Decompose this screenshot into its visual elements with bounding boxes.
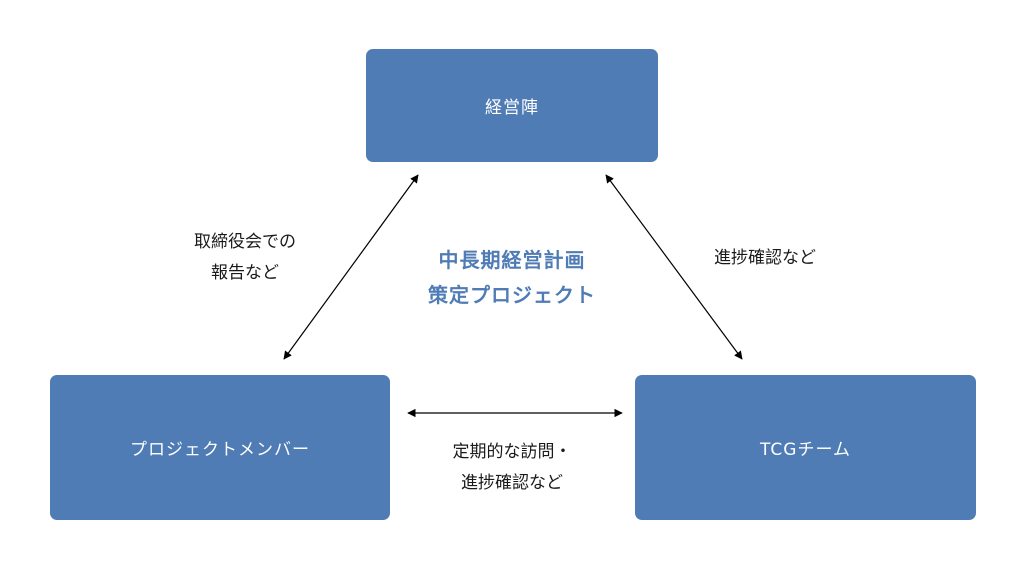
arrow-management-tcg [605, 174, 743, 360]
edge-label-line1: 定期的な訪問・ [452, 442, 572, 462]
edge-label-line2: 報告など [211, 263, 279, 283]
node-management: 経営陣 [366, 49, 658, 162]
node-tcg-team-label: TCGチーム [760, 440, 851, 460]
edge-label-management-members: 取締役会での 報告など [170, 227, 320, 289]
diagram-title: 中長期経営計画 策定プロジェクト [400, 243, 624, 313]
edge-label-management-tcg: 進捗確認など [690, 243, 840, 274]
diagram-title-line1: 中長期経営計画 [438, 248, 586, 272]
edge-label-line1: 進捗確認など [714, 248, 816, 268]
node-project-members: プロジェクトメンバー [50, 375, 390, 520]
edge-label-line2: 進捗確認など [461, 473, 563, 493]
node-project-members-label: プロジェクトメンバー [130, 440, 310, 460]
node-management-label: 経営陣 [485, 98, 539, 118]
diagram-title-line2: 策定プロジェクト [428, 283, 596, 307]
node-tcg-team: TCGチーム [635, 375, 976, 520]
edge-label-members-tcg: 定期的な訪問・ 進捗確認など [424, 437, 600, 499]
edge-label-line1: 取締役会での [194, 232, 296, 252]
arrow-management-members [283, 174, 419, 360]
